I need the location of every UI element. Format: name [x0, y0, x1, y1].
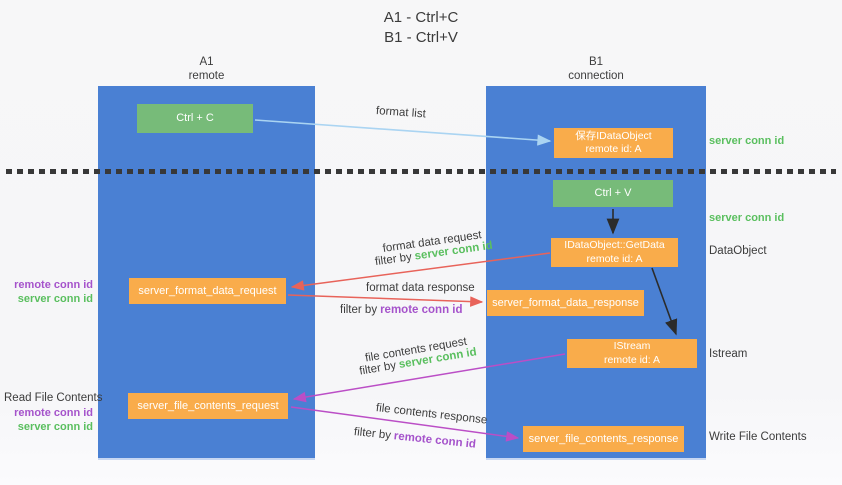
- format-data-request-arrow: [290, 252, 551, 291]
- column-a-header: A1 remote: [98, 55, 315, 83]
- ctrl-v-node: Ctrl + V: [553, 180, 673, 207]
- server-file-contents-response-label: server_file_contents_response: [528, 432, 679, 445]
- left-format-conn-ids: remote conn id server conn id: [4, 278, 93, 306]
- diagram-title: A1 - Ctrl+C B1 - Ctrl+V: [300, 8, 542, 48]
- session-divider-dotted-line: [6, 169, 836, 174]
- column-b-subtitle: connection: [568, 70, 624, 82]
- read-file-contents-label: Read File Contents: [4, 392, 103, 404]
- ctrl-c-node: Ctrl + C: [137, 104, 253, 133]
- getdata-to-istream-arrow: [651, 267, 678, 336]
- ctrl-v-label: Ctrl + V: [594, 187, 632, 199]
- getdata-line2: remote id: A: [586, 252, 643, 265]
- server-format-data-request-label: server_format_data_request: [138, 284, 277, 297]
- istream-node: IStream remote id: A: [567, 339, 697, 368]
- istream-line1: IStream: [613, 340, 651, 352]
- remote-conn-id-text: remote conn id: [380, 304, 463, 316]
- filter-by-text: filter by: [340, 304, 378, 316]
- file-contents-response-arrow: [290, 406, 520, 442]
- server-format-data-response-node: server_format_data_response: [487, 290, 644, 316]
- column-a-subtitle: remote: [188, 70, 225, 82]
- save-idataobject-line2: remote id: A: [585, 143, 642, 155]
- remote-conn-id-label: remote conn id: [14, 279, 93, 291]
- getdata-node: IDataObject::GetData remote id: A: [551, 238, 678, 267]
- server-file-contents-request-node: server_file_contents_request: [128, 393, 288, 419]
- server-conn-id-mid-label: server conn id: [709, 212, 785, 224]
- write-file-contents-label: Write File Contents: [709, 431, 807, 443]
- title-line-2: B1 - Ctrl+V: [384, 29, 458, 46]
- title-line-1: A1 - Ctrl+C: [383, 9, 459, 26]
- dataobject-label: DataObject: [709, 245, 767, 257]
- istream-line2: remote id: A: [603, 353, 661, 366]
- istream-label: Istream: [709, 348, 748, 360]
- column-b-header: B1 connection: [486, 55, 706, 83]
- save-idataobject-line1: 保存IDataObject: [575, 129, 652, 142]
- server-format-data-response-label: server_format_data_response: [492, 296, 639, 309]
- column-a-name: A1: [199, 56, 214, 68]
- server-conn-id-label: server conn id: [17, 293, 93, 305]
- server-file-contents-request-label: server_file_contents_request: [137, 399, 279, 412]
- remote-conn-id-label: remote conn id: [14, 407, 93, 419]
- save-idataobject-node: 保存IDataObject remote id: A: [554, 128, 673, 158]
- file-contents-request-arrow: [292, 353, 566, 403]
- server-conn-id-label: server conn id: [17, 421, 93, 433]
- server-file-contents-response-node: server_file_contents_response: [523, 426, 684, 452]
- left-file-conn-ids: remote conn id server conn id: [4, 406, 93, 434]
- format-data-response-label: format data response: [366, 282, 475, 294]
- getdata-line1: IDataObject::GetData: [564, 239, 665, 251]
- format-data-response-arrow: [287, 294, 484, 307]
- format-list-arrow: [254, 119, 552, 146]
- server-format-data-request-node: server_format_data_request: [129, 278, 286, 304]
- column-b-name: B1: [588, 56, 604, 68]
- server-conn-id-top-label: server conn id: [709, 135, 785, 147]
- ctrl-c-label: Ctrl + C: [176, 112, 214, 124]
